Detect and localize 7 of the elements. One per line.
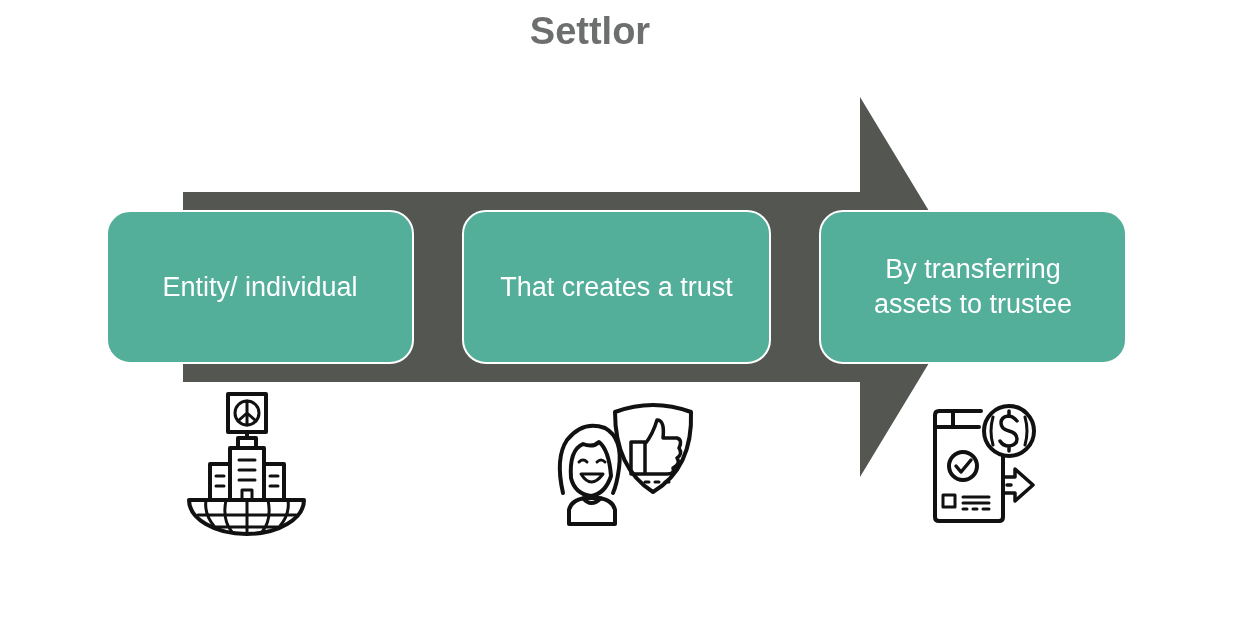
process-box — [462, 210, 771, 364]
process-box — [819, 210, 1127, 364]
step-text: By transferring assets to trustee — [872, 253, 1074, 321]
title: Settlor — [529, 10, 651, 52]
step-text: Entity/ individual — [162, 270, 358, 304]
step-text: That creates a trust — [500, 270, 733, 304]
process-box — [106, 210, 414, 364]
